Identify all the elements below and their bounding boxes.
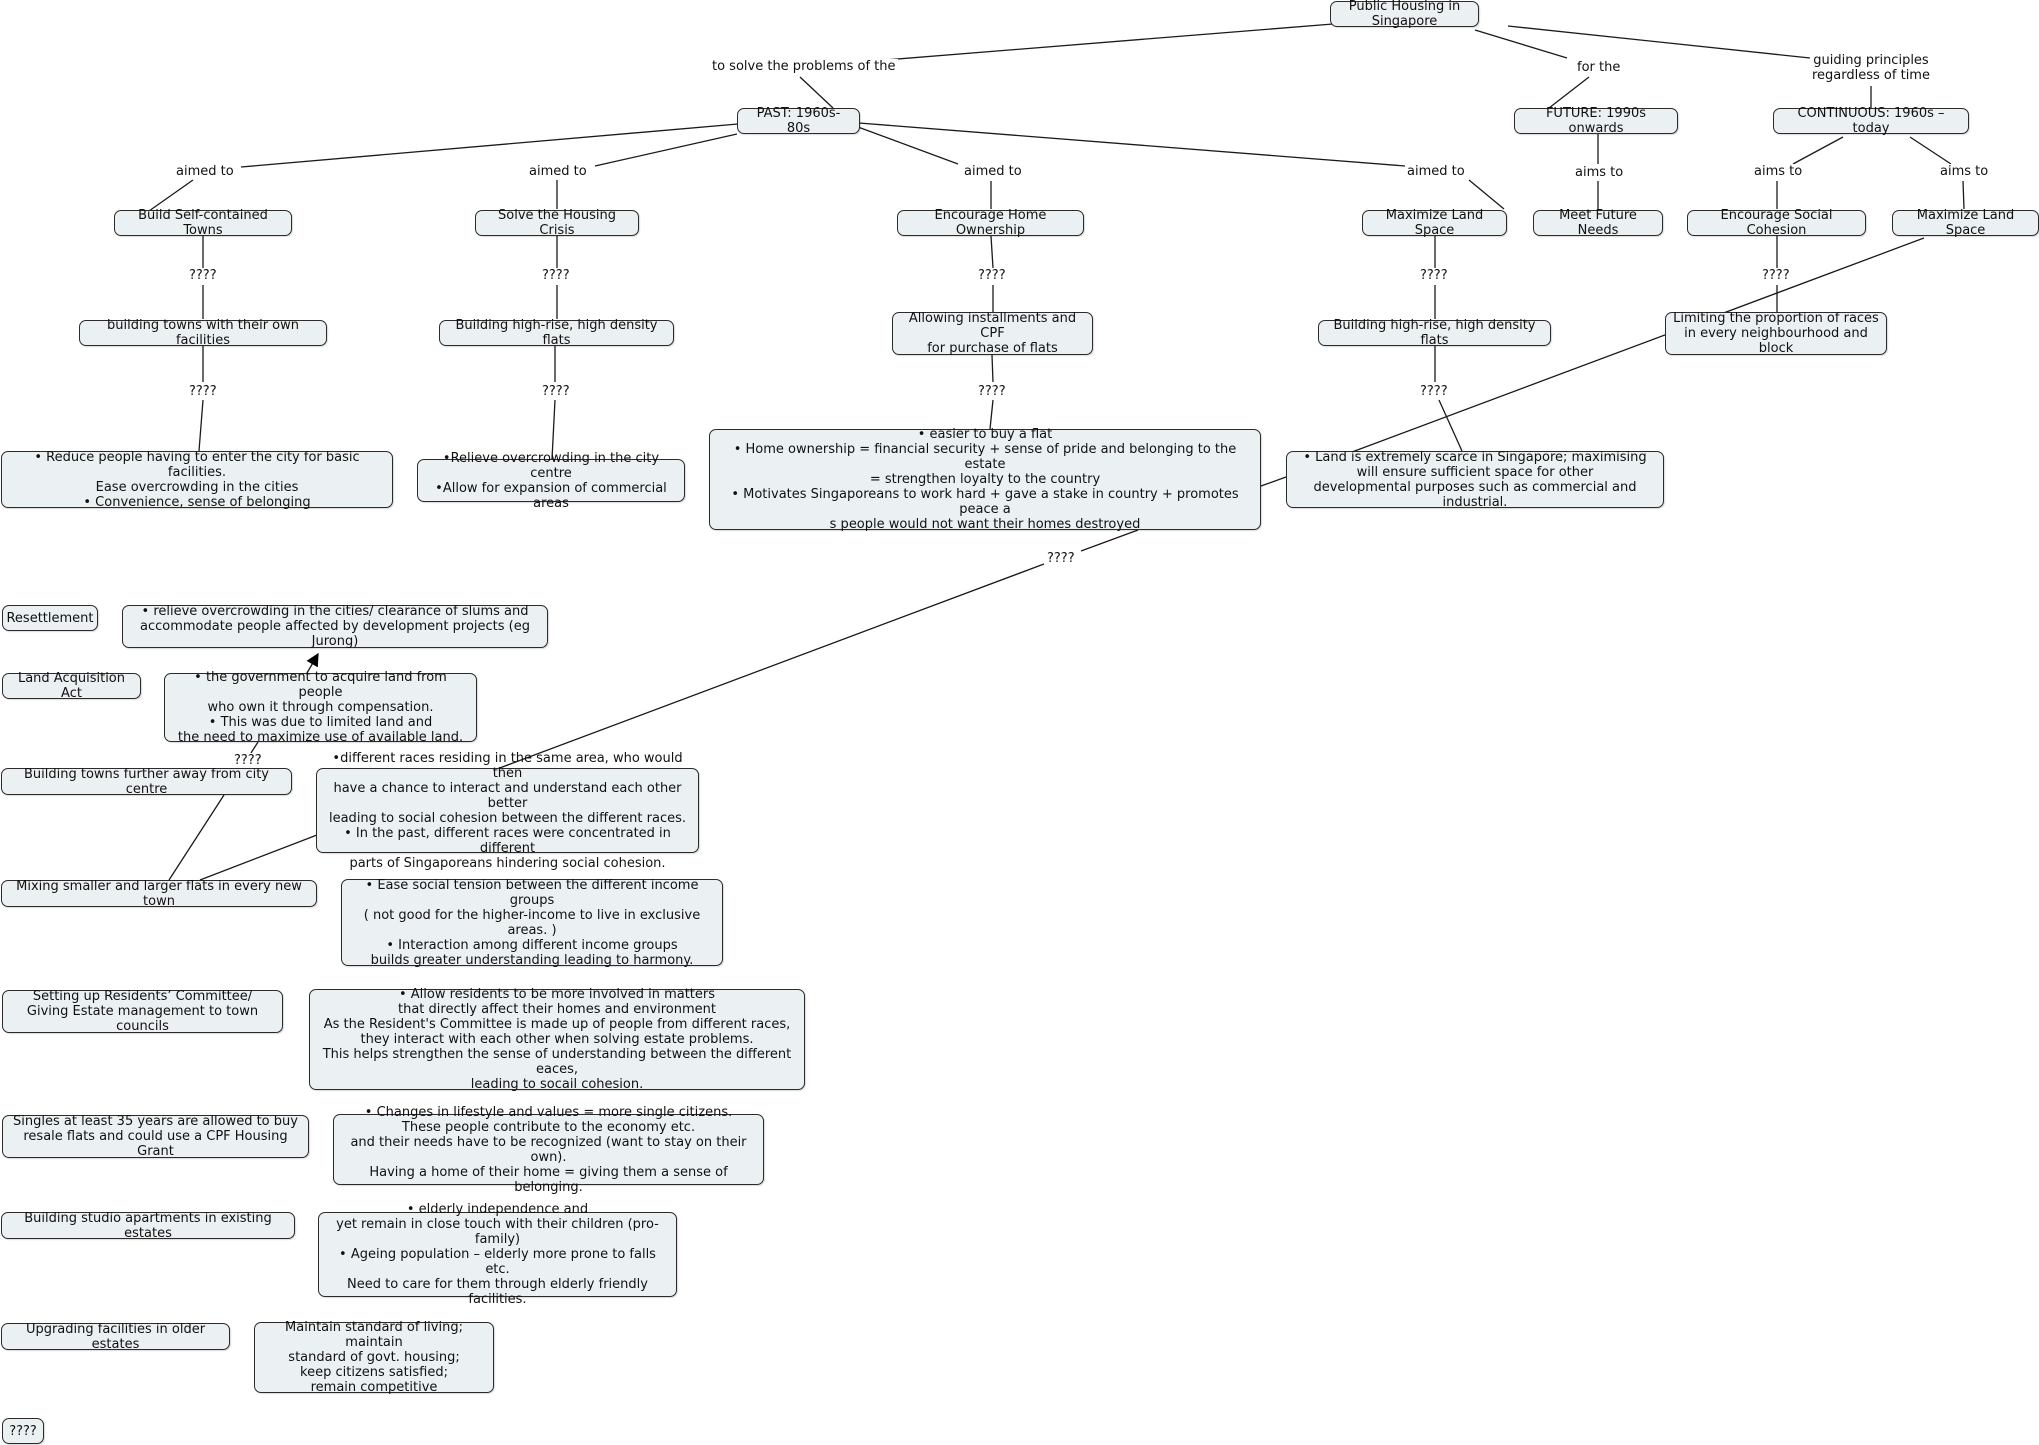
meet-future-node[interactable]: Meet Future Needs (1533, 208, 1663, 238)
link-aims-cont-2-label: aims to (1938, 164, 1991, 179)
link-q-solve-1-label: ???? (540, 268, 572, 283)
upgrading-node[interactable]: Upgrading facilities in older estates (1, 1322, 230, 1352)
land-acq-desc-node[interactable]: • the government to acquire land from pe… (164, 670, 477, 745)
future-node[interactable]: FUTURE: 1990s onwards (1514, 106, 1678, 136)
link-q-build-2-label: ???? (187, 384, 219, 399)
rc-desc-node[interactable]: • Allow residents to be more involved in… (309, 987, 805, 1092)
easier-buy-node[interactable]: • easier to buy a flat • Home ownership … (709, 427, 1261, 532)
resettlement-desc-node[interactable]: • relieve overcrowding in the cities/ cl… (122, 604, 548, 649)
diff-races-node[interactable]: •different races residing in the same ar… (316, 751, 699, 871)
limiting-races-node[interactable]: Limiting the proportion of races in ever… (1665, 311, 1887, 356)
link-aimed-2-label: aimed to (527, 164, 589, 179)
relieve-overcrowding-node[interactable]: •Relieve overcrowding in the city centre… (417, 451, 685, 511)
building-highrise-1-node[interactable]: Building high-rise, high density flats (439, 318, 674, 348)
link-q-land-2-label: ???? (1418, 384, 1450, 399)
link-q-middle-label: ???? (1045, 551, 1077, 566)
link-q-home-2-label: ???? (976, 384, 1008, 399)
singles-node[interactable]: Singles at least 35 years are allowed to… (2, 1114, 309, 1159)
link-to-solve-label: to solve the problems of the (710, 59, 898, 74)
link-aimed-3-label: aimed to (962, 164, 1024, 179)
link-q-solve-2-label: ???? (540, 384, 572, 399)
building-highrise-2-node[interactable]: Building high-rise, high density flats (1318, 318, 1551, 348)
link-q-land-1-label: ???? (1418, 268, 1450, 283)
towns-away-node[interactable]: Building towns further away from city ce… (1, 767, 292, 797)
studio-node[interactable]: Building studio apartments in existing e… (1, 1211, 295, 1241)
studio-desc-node[interactable]: • elderly independence and yet remain in… (318, 1202, 677, 1307)
residents-committee-node[interactable]: Setting up Residents’ Committee/ Giving … (2, 989, 283, 1034)
max-land-cont-node[interactable]: Maximize Land Space (1892, 208, 2039, 238)
build-towns-node[interactable]: Build Self-contained Towns (114, 208, 292, 238)
max-land-past-node[interactable]: Maximize Land Space (1362, 208, 1507, 238)
social-cohesion-node[interactable]: Encourage Social Cohesion (1687, 208, 1866, 238)
link-aims-future-label: aims to (1573, 165, 1626, 180)
installments-cpf-node[interactable]: Allowing installments and CPF for purcha… (892, 311, 1093, 356)
solve-crisis-node[interactable]: Solve the Housing Crisis (475, 208, 639, 238)
land-acq-node[interactable]: Land Acquisition Act (2, 671, 141, 701)
home-ownership-node[interactable]: Encourage Home Ownership (897, 208, 1084, 238)
link-q-home-1-label: ???? (976, 268, 1008, 283)
link-aims-cont-1-label: aims to (1752, 164, 1805, 179)
continuous-node[interactable]: CONTINUOUS: 1960s – today (1773, 106, 1969, 136)
mixing-flats-node[interactable]: Mixing smaller and larger flats in every… (1, 879, 317, 909)
link-q-landacq-label: ???? (232, 753, 264, 768)
reduce-people-node[interactable]: • Reduce people having to enter the city… (1, 450, 393, 510)
singles-desc-node[interactable]: • Changes in lifestyle and values = more… (333, 1105, 764, 1195)
link-q-build-1-label: ???? (187, 268, 219, 283)
land-scarce-node[interactable]: • Land is extremely scarce in Singapore;… (1286, 450, 1664, 510)
link-aimed-1-label: aimed to (174, 164, 236, 179)
link-q-social-label: ???? (1760, 268, 1792, 283)
upgrading-desc-node[interactable]: Maintain standard of living; maintain st… (254, 1320, 494, 1395)
link-aimed-4-label: aimed to (1405, 164, 1467, 179)
past-node[interactable]: PAST: 1960s-80s (737, 106, 860, 136)
link-guiding-label: guiding principles regardless of time (1810, 53, 1932, 83)
unknown-bottom-node[interactable]: ???? (2, 1418, 44, 1444)
resettlement-node[interactable]: Resettlement (2, 605, 98, 631)
root-node[interactable]: Public Housing in Singapore (1330, 0, 1479, 29)
building-towns-facilities-node[interactable]: building towns with their own facilities (79, 318, 327, 348)
link-for-the-label: for the (1575, 60, 1623, 75)
ease-tension-node[interactable]: • Ease social tension between the differ… (341, 878, 723, 968)
